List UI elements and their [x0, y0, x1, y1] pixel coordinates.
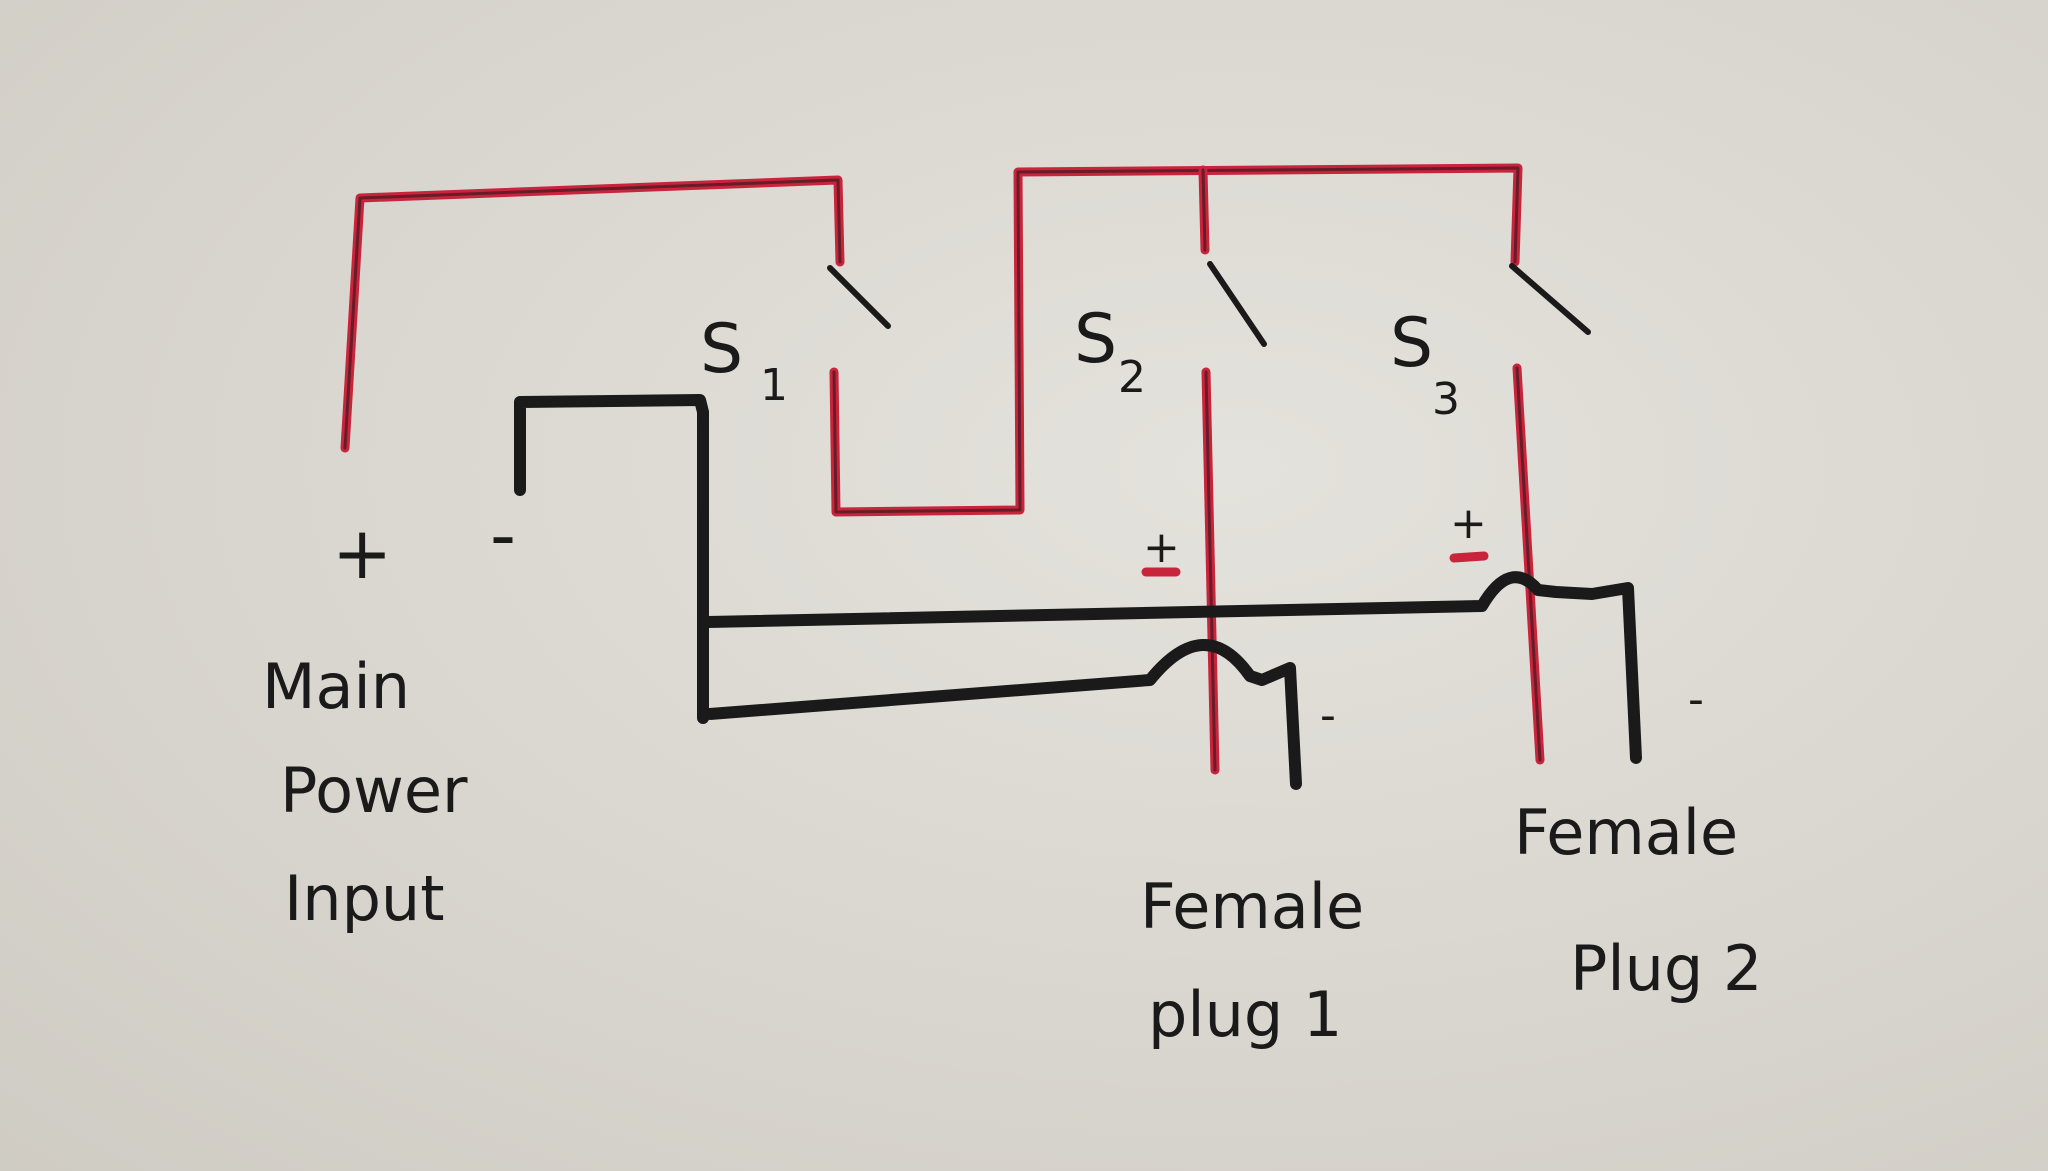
- switch-s3-label: S 3: [1390, 304, 1460, 425]
- switch-s2-label: S 2: [1074, 300, 1146, 403]
- wire-s3-to-plug2-positive-ink: [1515, 366, 1542, 762]
- wire-main-positive-to-s1-ink: [343, 178, 842, 450]
- switch-blades: [827, 261, 1591, 347]
- switch-s1-blade: [827, 265, 891, 329]
- plug1-plus-sign: +: [1143, 522, 1180, 573]
- plug2-label-line-2: Plug 2: [1570, 932, 1762, 1005]
- svg-text:S: S: [700, 310, 743, 389]
- source-minus-sign: -: [490, 493, 516, 577]
- switch-s3-blade: [1509, 263, 1591, 335]
- plug2-plus-sign: +: [1450, 498, 1487, 549]
- plug2-label-line-1: Female: [1514, 796, 1738, 869]
- plug1-label-line-1: Female: [1140, 870, 1364, 943]
- svg-text:2: 2: [1118, 352, 1146, 403]
- source-plus-sign: +: [332, 511, 392, 595]
- switch-s2-blade: [1207, 261, 1267, 347]
- plug1-label-line-2: plug 1: [1148, 978, 1342, 1051]
- source-terminal-symbols: + -: [332, 493, 516, 595]
- negative-wiring: [514, 394, 1642, 790]
- plug-terminal-symbols: + - + -: [1141, 498, 1704, 741]
- svg-text:1: 1: [760, 360, 788, 411]
- source-label-line-3: Input: [284, 862, 445, 935]
- wire-negative-to-plug2: [702, 571, 1642, 764]
- source-label-line-2: Power: [280, 754, 468, 827]
- svg-text:S: S: [1074, 300, 1117, 379]
- svg-text:S: S: [1390, 304, 1433, 383]
- wire-main-negative-trunk: [514, 394, 709, 724]
- wire-negative-to-plug1: [704, 639, 1302, 790]
- female-plug-2-label: Female Plug 2: [1514, 796, 1762, 1005]
- plug1-minus-sign: -: [1320, 690, 1336, 741]
- female-plug-1-label: Female plug 1: [1140, 870, 1364, 1051]
- main-power-input-label: Main Power Input: [262, 650, 468, 935]
- source-label-line-1: Main: [262, 650, 410, 723]
- svg-text:3: 3: [1432, 374, 1460, 425]
- wire-s2-to-plug1-positive-ink: [1204, 370, 1217, 772]
- switch-s1-label: S 1: [700, 310, 788, 411]
- plug2-plus-underline: [1449, 551, 1489, 563]
- plug2-minus-sign: -: [1688, 674, 1704, 725]
- switch-labels: S 1 S 2 S 3: [700, 300, 1460, 425]
- wire-s1-to-bus-ink: [832, 166, 1520, 514]
- wire-bus-to-s2-ink: [1201, 168, 1207, 252]
- positive-wiring: [340, 163, 1545, 775]
